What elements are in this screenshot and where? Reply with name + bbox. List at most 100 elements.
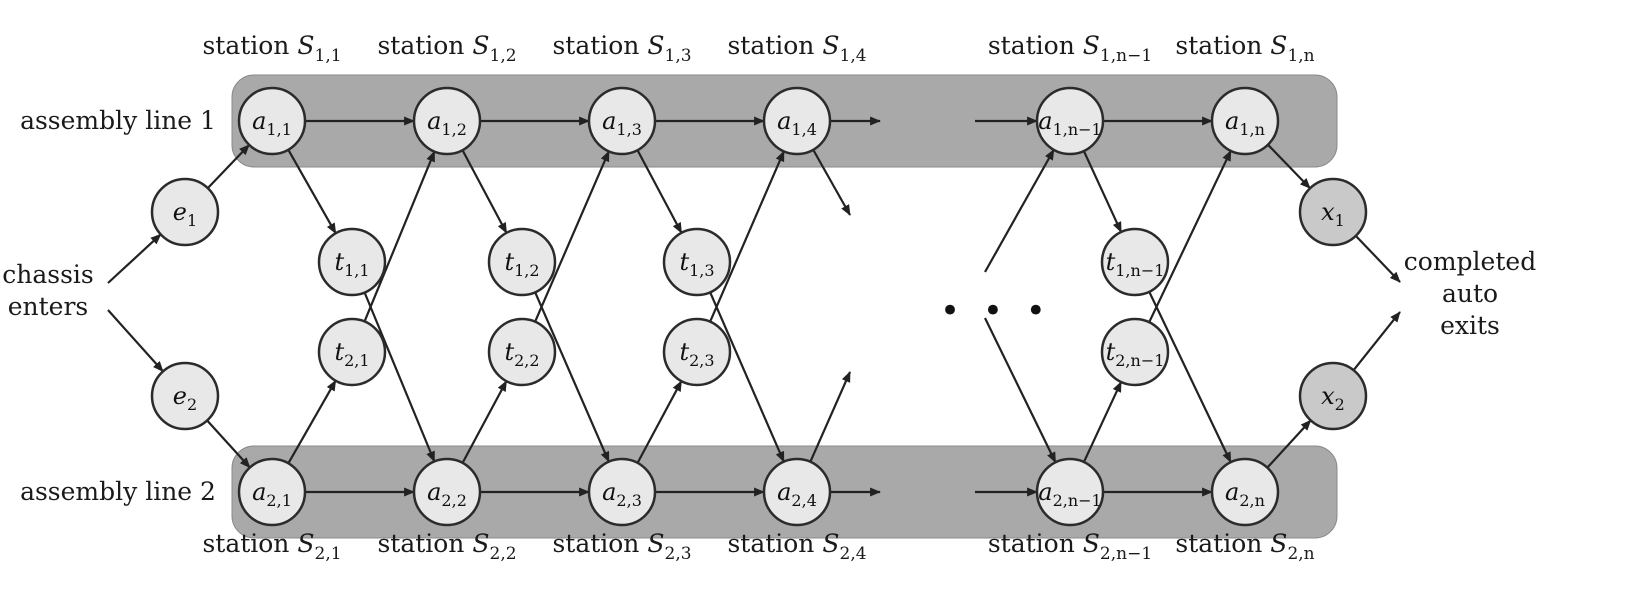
station-bottom-0: station S2,1 xyxy=(202,529,341,564)
node-a2-2-label: a2,3 xyxy=(602,478,642,510)
node-t1-0-circle xyxy=(317,227,387,297)
node-e2-label: e2 xyxy=(173,382,197,414)
arrow-a1-t1-0 xyxy=(287,149,337,235)
assembly-line-2-label: assembly line 2 xyxy=(20,477,216,506)
station-top-0: station S1,1 xyxy=(202,31,341,66)
node-a2-3-label: a2,4 xyxy=(777,478,817,510)
node-t2-3-circle xyxy=(1100,317,1170,387)
node-t2-2: t2,3 xyxy=(662,317,732,387)
node-a2-0-circle xyxy=(237,457,307,527)
node-a1-4-label: a1,n−1 xyxy=(1038,107,1101,139)
node-a2-5-circle xyxy=(1210,457,1280,527)
station-top-1: station S1,2 xyxy=(377,31,516,66)
node-t1-3-label: t1,n−1 xyxy=(1106,248,1165,280)
node-t2-2-circle xyxy=(662,317,732,387)
node-x2: x2 xyxy=(1298,361,1368,431)
node-a2-2: a2,3 xyxy=(587,457,657,527)
node-a2-4-circle xyxy=(1035,457,1105,527)
arrow-a1-t1-1 xyxy=(461,149,508,234)
node-x1: x1 xyxy=(1298,177,1368,247)
node-a1-4: a1,n−1 xyxy=(1035,86,1105,156)
node-a1-4-circle xyxy=(1035,86,1105,156)
node-a2-1-circle xyxy=(412,457,482,527)
node-a1-3-label: a1,4 xyxy=(777,107,817,139)
node-a1-3: a1,4 xyxy=(762,86,832,156)
node-t1-1: t1,2 xyxy=(487,227,557,297)
node-e1: e1 xyxy=(150,177,220,247)
node-a2-1-label: a2,2 xyxy=(427,478,467,510)
station-top-4: station S1,n−1 xyxy=(988,31,1152,66)
node-t2-0-circle xyxy=(317,317,387,387)
arrow-x2-exit xyxy=(1352,311,1401,371)
node-t2-3: t2,n−1 xyxy=(1100,317,1170,387)
node-a1-2-circle xyxy=(587,86,657,156)
arrow-a1n-x1 xyxy=(1267,143,1311,190)
node-a1-5-circle xyxy=(1210,86,1280,156)
assembly-line-1-label: assembly line 1 xyxy=(20,106,216,135)
arrow-into-a1n1 xyxy=(984,148,1055,273)
node-a2-3-circle xyxy=(762,457,832,527)
node-a1-0-circle xyxy=(237,86,307,156)
arrow-a2n-x2 xyxy=(1266,419,1312,469)
station-bottom-1: station S2,2 xyxy=(377,529,516,564)
node-a2-5-label: a2,n xyxy=(1225,478,1265,510)
arrow-t2-a1-0 xyxy=(363,150,436,322)
node-a2-3: a2,4 xyxy=(762,457,832,527)
node-a1-5: a1,n xyxy=(1210,86,1280,156)
node-a1-2: a1,3 xyxy=(587,86,657,156)
node-t1-1-circle xyxy=(487,227,557,297)
node-a1-3-circle xyxy=(762,86,832,156)
node-a1-1-circle xyxy=(412,86,482,156)
node-t2-2-label: t2,3 xyxy=(679,338,714,370)
node-t2-3-label: t2,n−1 xyxy=(1106,338,1165,370)
node-t1-3-circle xyxy=(1100,227,1170,297)
arrow-a14-partial xyxy=(812,149,851,216)
arrow-a24-partial xyxy=(809,371,852,463)
arrow-e2-a21 xyxy=(206,419,251,469)
node-e2: e2 xyxy=(150,361,220,431)
labels: station S1,1 station S1,2 station S1,3 stat… xyxy=(2,31,1536,564)
arrow-t1-a2-2 xyxy=(709,291,785,463)
node-t1-3: t1,n−1 xyxy=(1100,227,1170,297)
arrow-e1-a11 xyxy=(207,144,250,189)
station-bottom-4: station S2,n−1 xyxy=(988,529,1152,564)
node-a2-4: a2,n−1 xyxy=(1035,457,1105,527)
node-t2-0: t2,1 xyxy=(317,317,387,387)
node-a2-2-circle xyxy=(587,457,657,527)
node-e2-circle xyxy=(150,361,220,431)
station-bottom-2: station S2,3 xyxy=(552,529,691,564)
arrow-t1-a2-0 xyxy=(363,292,436,463)
node-x1-label: x1 xyxy=(1321,198,1345,230)
station-top-5: station S1,n xyxy=(1175,31,1314,66)
node-e1-circle xyxy=(150,177,220,247)
node-t2-1-circle xyxy=(487,317,557,387)
node-t2-1: t2,2 xyxy=(487,317,557,387)
station-top-2: station S1,3 xyxy=(552,31,691,66)
node-t1-0: t1,1 xyxy=(317,227,387,297)
arrow-t2-a1-1 xyxy=(534,150,610,323)
arrow-chassis-e1 xyxy=(107,233,162,284)
node-t1-2: t1,3 xyxy=(662,227,732,297)
arrow-chassis-e2 xyxy=(107,309,164,373)
node-a1-2-label: a1,3 xyxy=(602,107,642,139)
node-a1-1-label: a1,2 xyxy=(427,107,467,139)
node-a2-0-label: a2,1 xyxy=(252,478,292,510)
node-t1-0-label: t1,1 xyxy=(334,248,369,280)
arrow-t1-a2-1 xyxy=(534,291,610,463)
node-t1-2-circle xyxy=(662,227,732,297)
node-e1-label: e1 xyxy=(173,198,197,230)
node-t1-2-label: t1,3 xyxy=(679,248,714,280)
node-x2-circle xyxy=(1298,361,1368,431)
arrow-a2-t2-0 xyxy=(287,379,337,464)
node-a2-0: a2,1 xyxy=(237,457,307,527)
arrow-x1-exit xyxy=(1355,235,1401,283)
node-a1-1: a1,2 xyxy=(412,86,482,156)
arrow-t1-a2-3 xyxy=(1148,291,1232,464)
arrow-a2-t2-2 xyxy=(636,380,683,464)
arrow-t2-a1-2 xyxy=(709,150,785,323)
station-bottom-3: station S2,4 xyxy=(727,529,866,564)
